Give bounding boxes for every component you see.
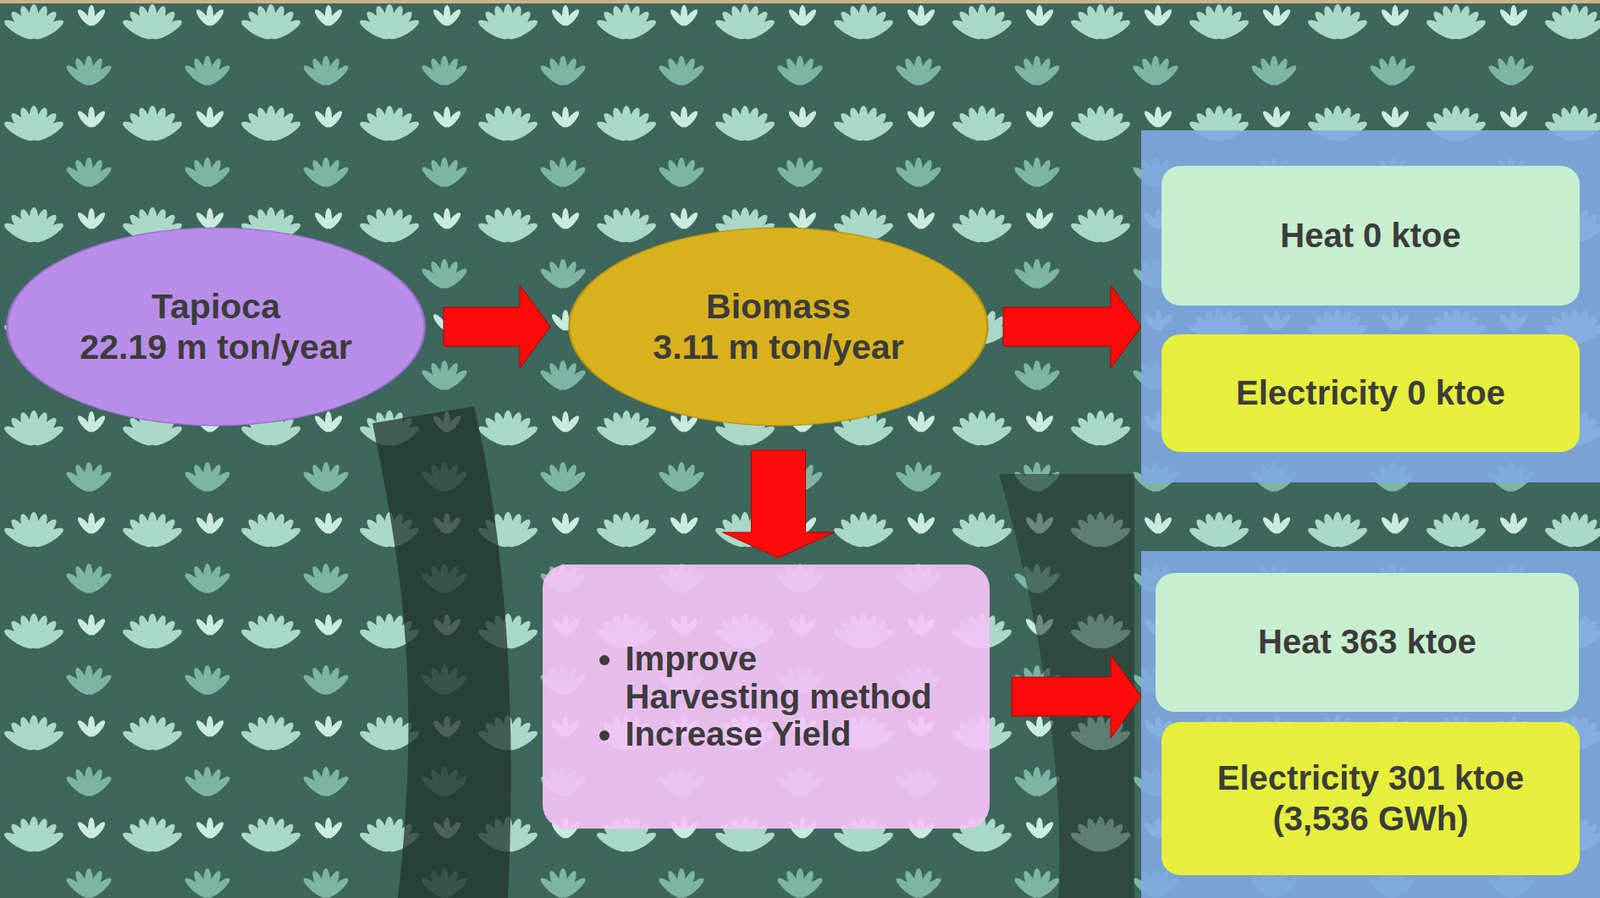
electricity-box: Electricity 301 ktoe(3,536 GWh) bbox=[1161, 722, 1580, 876]
node-label: Biomass bbox=[706, 286, 851, 327]
node-label: Tapioca bbox=[151, 286, 281, 327]
node-label: 3.11 m ton/year bbox=[652, 326, 904, 368]
output-panel: Heat 363 ktoeElectricity 301 ktoe(3,536 … bbox=[1141, 551, 1600, 898]
biomass-ellipse-outline bbox=[567, 226, 990, 427]
bullet-list: Improve Harvesting methodIncrease Yield bbox=[596, 640, 937, 754]
node-label: Electricity 0 ktoe bbox=[1235, 373, 1506, 414]
source-ellipse: Tapioca22.19 m ton/year bbox=[5, 226, 427, 427]
block-arrow bbox=[1011, 655, 1142, 739]
source-ellipse-fill bbox=[6, 227, 425, 426]
block-arrow bbox=[722, 450, 835, 558]
block-arrow bbox=[1003, 285, 1142, 369]
source-ellipse-outline bbox=[5, 226, 427, 427]
output-panel: Heat 0 ktoeElectricity 0 ktoe bbox=[1141, 130, 1600, 483]
block-arrow bbox=[443, 285, 551, 369]
node-label: Heat 363 ktoe bbox=[1257, 622, 1477, 663]
heat-box: Heat 0 ktoe bbox=[1161, 165, 1580, 306]
heat-box: Heat 363 ktoe bbox=[1155, 573, 1579, 712]
bullet-item: Improve Harvesting method bbox=[625, 640, 937, 717]
measures-box: Improve Harvesting methodIncrease Yield bbox=[542, 564, 990, 829]
biomass-ellipse-fill bbox=[568, 227, 988, 426]
biomass-ellipse: Biomass3.11 m ton/year bbox=[567, 226, 990, 427]
node-label: 22.19 m ton/year bbox=[79, 326, 352, 368]
node-label: Heat 0 ktoe bbox=[1280, 215, 1461, 256]
bullet-item: Increase Yield bbox=[625, 715, 937, 754]
node-label: (3,536 GWh) bbox=[1272, 799, 1468, 839]
node-label: Electricity 301 ktoe bbox=[1217, 758, 1524, 799]
electricity-box: Electricity 0 ktoe bbox=[1161, 334, 1580, 453]
